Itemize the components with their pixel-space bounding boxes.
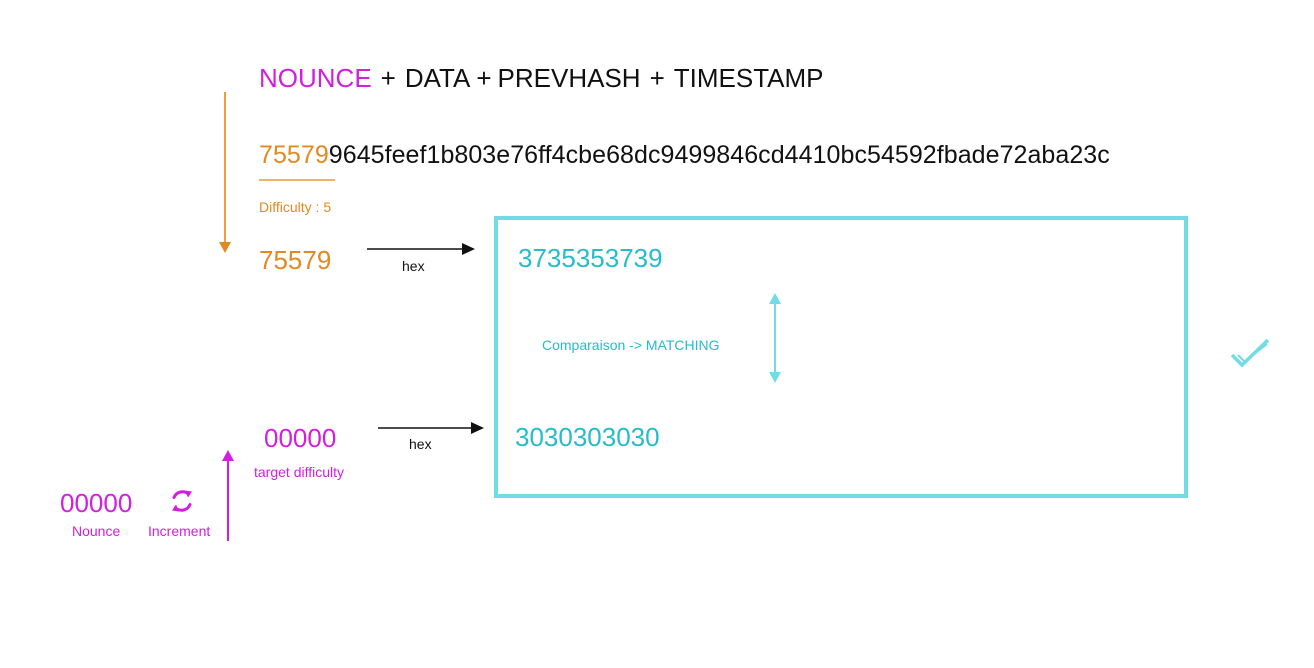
hash-prefix-value: 75579 bbox=[259, 245, 332, 275]
comparison-label: Comparaison -> MATCHING bbox=[542, 337, 720, 353]
hex-arrow bbox=[378, 422, 484, 434]
target-difficulty-label: target difficulty bbox=[254, 464, 345, 480]
difficulty-label: Difficulty : 5 bbox=[259, 199, 332, 215]
hash-prefix-underline bbox=[259, 179, 335, 181]
formula-plus: + bbox=[476, 63, 492, 93]
hex-target-value: 3030303030 bbox=[515, 422, 660, 452]
hash-rest: 9645feef1b803e76ff4cbe68dc9499846cd4410b… bbox=[328, 141, 1110, 169]
refresh-icon bbox=[172, 490, 192, 512]
formula-timestamp: TIMESTAMP bbox=[673, 63, 824, 93]
hash-prefix: 75579 bbox=[259, 141, 329, 169]
formula-data: DATA bbox=[404, 63, 471, 93]
formula-nonce: NOUNCE bbox=[259, 63, 372, 93]
nonce-value: 00000 bbox=[60, 488, 133, 518]
nonce-label: Nounce bbox=[72, 523, 121, 539]
target-difficulty-value: 00000 bbox=[264, 423, 337, 453]
hex-label: hex bbox=[402, 258, 425, 274]
double-check-icon bbox=[1230, 338, 1270, 368]
hex-prefix-value: 3735353739 bbox=[518, 243, 663, 273]
increment-label: Increment bbox=[148, 523, 211, 539]
hex-arrow bbox=[367, 243, 475, 255]
formula-prevhash: PREVHASH bbox=[497, 63, 641, 93]
formula-plus: + bbox=[649, 63, 665, 93]
hash-value: 755799645feef1b803e76ff4cbe68dc9499846cd… bbox=[259, 140, 1110, 170]
down-arrow bbox=[219, 92, 231, 253]
comparison-box bbox=[494, 216, 1188, 498]
formula-plus: + bbox=[380, 63, 396, 93]
up-arrow bbox=[222, 450, 234, 541]
hex-label: hex bbox=[409, 436, 432, 452]
compare-arrow bbox=[769, 293, 781, 383]
hash-formula: NOUNCE+DATA+PREVHASH+TIMESTAMP bbox=[259, 62, 824, 94]
